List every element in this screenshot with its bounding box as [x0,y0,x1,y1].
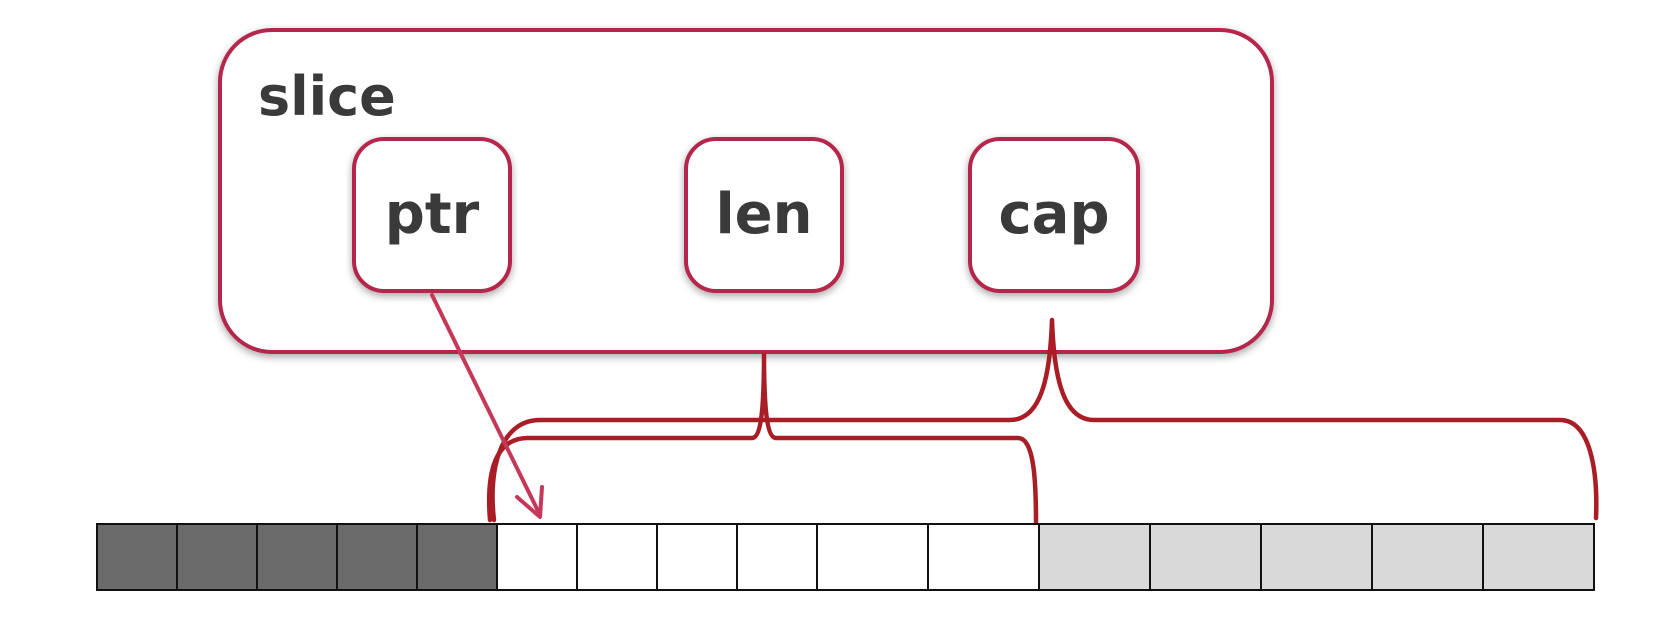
array-cell-before-slice [96,523,178,591]
array-cell-before-slice [256,523,338,591]
len-field-label: len [715,182,812,247]
ptr-arrow-head [515,485,544,519]
array-cell-before-slice [176,523,258,591]
len-field-box: len [684,137,844,293]
cap-bracket [490,317,1599,523]
array-cell-before-slice [336,523,418,591]
array-cell-in-len [656,523,738,591]
array-cell-in-len [927,523,1040,591]
array-cell-in-len [816,523,929,591]
ptr-arrow-line [430,293,542,517]
slice-label: slice [258,65,396,128]
array-cell-before-slice [416,523,498,591]
array-cell-in-cap-only [1038,523,1151,591]
array-cell-in-cap-only [1371,523,1484,591]
array-cell-in-len [576,523,658,591]
array-cell-in-cap-only [1482,523,1595,591]
cap-field-label: cap [998,182,1109,247]
backing-array [96,523,1595,591]
array-cell-in-len [736,523,818,591]
ptr-field-outline [352,137,512,293]
array-cell-in-len [496,523,578,591]
cap-field-box: cap [968,137,1140,293]
ptr-arrow [430,293,544,519]
len-bracket [487,352,1039,525]
cap-field-outline [968,137,1140,293]
len-field-outline [684,137,844,293]
ptr-field-box: ptr [352,137,512,293]
array-cell-in-cap-only [1149,523,1262,591]
array-cell-in-cap-only [1260,523,1373,591]
ptr-field-label: ptr [385,182,480,247]
